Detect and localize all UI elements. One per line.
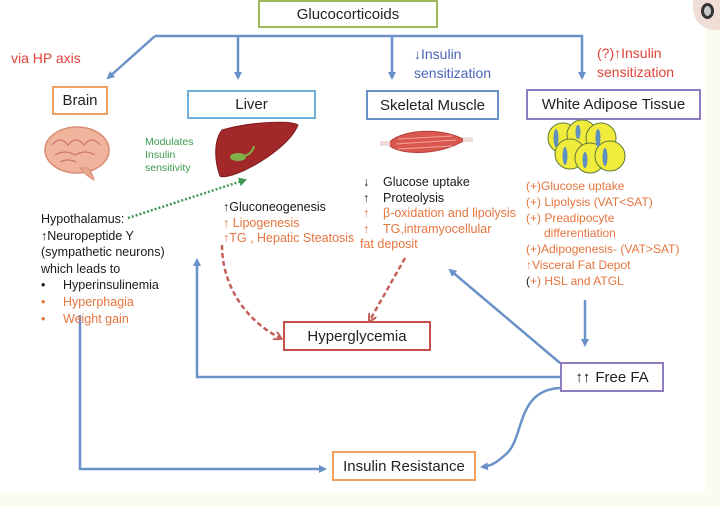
up-arrow-icon: ↑ [363,206,370,220]
brain-effect-line: which leads to [41,261,121,276]
liver-label: Liver [235,96,268,113]
down-arrow-icon: ↓ [414,46,421,62]
adipose-effect: (+) Preadipocyte [526,210,615,225]
white-adipose-tissue-box: White Adipose Tissue [526,89,701,120]
arrow-to-brain [106,35,156,80]
up-arrow-icon: ↑ [363,190,370,205]
up-arrow-icon: ↑ [223,215,230,230]
double-up-arrow-icon: ↑↑ [575,368,591,386]
adipose-insulin-sensitization-note: (?)↑Insulin sensitization [597,45,675,80]
brain-effect-bullet: •Hyperphagia [41,294,134,309]
hyperglycemia-label: Hyperglycemia [307,327,407,345]
up-arrow-icon: ↑ [363,221,370,236]
brain-effect-npy: ↑Neuropeptide Y [41,228,134,243]
connector-layer [78,34,589,473]
liver-box: Liver [187,90,316,119]
arrow-freefa-to-insulin-resistance [480,386,561,471]
glucocorticoids-label: Glucocorticoids [296,5,400,23]
skeletal-muscle-label: Skeletal Muscle [379,96,486,114]
adipose-effect: ↑Visceral Fat Depot [526,257,631,272]
insulin-resistance-label: Insulin Resistance [343,457,465,475]
brain-label: Brain [62,92,98,109]
dashed-arrow-liver-to-hyperglycemia [220,244,280,338]
via-hp-axis-label: via HP axis [11,50,81,66]
dotted-arrow-brain-to-liver [127,177,247,220]
ring-icon [701,3,714,19]
brain-effect-bullet: •Weight gain [41,311,129,326]
muscle-insulin-sensitization-note: ↓Insulin sensitization [414,46,492,81]
adipose-effects-list: (+)Glucose uptake (+) Lipolysis (VAT<SAT… [526,179,679,290]
muscle-effects-list: ↓Glucose uptake ↑Proteolysis ↑β-oxidatio… [360,175,516,253]
dashed-arrow-muscle-to-hyperglycemia [370,257,407,320]
diagram-canvas: Glucocorticoids via HP axis ↓Insulin sen… [0,0,705,492]
muscle-effect: ↑TG,intramyocellular [360,222,516,238]
up-arrow-icon: ↑ [614,45,622,61]
adipose-effect: (+)Adipogenesis- (VAT>SAT) [526,242,680,257]
skeletal-muscle-box: Skeletal Muscle [366,90,499,120]
brain-effect-line: (sympathetic neurons) [41,245,165,260]
up-arrow-icon: ↑ [526,257,532,272]
adipose-effect: (+) Lipolysis (VAT<SAT) [526,194,653,209]
white-adipose-tissue-label: White Adipose Tissue [541,96,686,113]
arrow-freefa-to-liver [193,258,560,379]
brain-effects-list: Hypothalamus: ↑Neuropeptide Y (sympathet… [41,211,165,327]
free-fa-label: Free FA [595,368,649,386]
up-arrow-icon: ↑ [41,228,48,243]
down-arrow-icon: ↓ [363,175,370,189]
brain-box: Brain [52,86,108,115]
liver-effect: ↑ Lipogenesis [223,215,300,230]
brain-effect-bullet: •Hyperinsulinemia [41,278,159,293]
glucocorticoids-box: Glucocorticoids [258,0,438,28]
adipose-effect: (+) HSL and ATGL [526,273,624,288]
muscle-effect: ↓Glucose uptake [360,175,516,191]
hyperglycemia-box: Hyperglycemia [283,321,431,351]
free-fa-box: ↑↑Free FA [560,362,664,392]
muscle-effect: ↑β-oxidation and lipolysis [360,206,516,222]
arrow-brain-to-insulin-resistance [78,315,327,473]
brain-effects-heading: Hypothalamus: [41,212,125,226]
adipose-effect: differentiation [544,226,616,241]
liver-effect: ↑TG , Hepatic Steatosis [223,231,355,245]
insulin-resistance-box: Insulin Resistance [332,451,476,481]
branch-bus-line [155,34,586,80]
muscle-effect-tail: fat deposit [360,237,418,251]
arrow-freefa-to-muscle [448,268,561,364]
muscle-effect: ↑Proteolysis [360,191,516,207]
liver-effect: ↑Gluconeogenesis [223,200,326,214]
up-arrow-icon: ↑ [223,200,230,214]
adipose-effect: (+)Glucose uptake [526,179,625,193]
modulates-insulin-sensitivity-note: Modulates Insulin sensitivity [145,136,194,174]
liver-effects-list: ↑Gluconeogenesis ↑ Lipogenesis ↑TG , Hep… [223,200,354,247]
up-arrow-icon: ↑ [223,231,230,245]
